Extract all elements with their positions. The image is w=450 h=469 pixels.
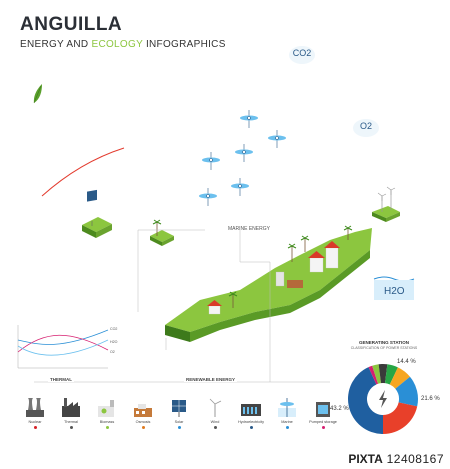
legend-label: Thermal (64, 420, 78, 424)
legend-item-nuclear: Nuclear (18, 396, 52, 436)
cloud-icon (289, 46, 315, 64)
donut-slice-6 (372, 364, 381, 384)
hydro-dam-icon (241, 404, 261, 416)
donut-slice-2 (395, 376, 418, 407)
palm-trees (228, 225, 353, 308)
legend-label: Biomass (99, 420, 115, 424)
nuclear-plant-icon (26, 398, 44, 417)
h2o-label: H2O (384, 286, 405, 297)
legend-dot (213, 426, 217, 429)
station-subtitle: CLASSIFICATION OF POWER STATIONS (350, 346, 418, 350)
subtitle-suffix: INFOGRAPHICS (142, 39, 226, 50)
legend-item-hydro: Hydroelectricity (234, 396, 268, 436)
category-thermal: THERMAL (48, 377, 74, 382)
pct-label-right: 21.6 % (421, 396, 440, 402)
legend-label: Nuclear (28, 420, 42, 424)
legend-dot (321, 426, 325, 429)
legend-item-biomass: Biomass (90, 396, 124, 436)
co2-label: CO2 (292, 48, 312, 58)
trend-label-co2: CO2 (110, 327, 118, 331)
donut-slice-4 (385, 364, 398, 385)
category-renewable: RENEWABLE ENERGY (184, 377, 238, 382)
stock-brand: PIXTA (348, 452, 383, 466)
legend-dot (285, 426, 289, 429)
osmosis-plant-icon (134, 404, 152, 417)
legend-item-pumped: Pumped storage (306, 396, 340, 436)
pct-label-top: 14.4 % (397, 359, 416, 365)
stock-id: 12408167 (386, 452, 444, 466)
station-title: GENERATING STATION (359, 340, 409, 345)
subtitle-accent: ECOLOGY (91, 39, 143, 50)
page-title: ANGUILLA (20, 14, 123, 35)
wind-turbine-icon (209, 398, 222, 417)
palm-islet (150, 219, 174, 246)
legend-label: Solar (174, 420, 184, 424)
o2-bubble: O2 (352, 117, 380, 139)
house-icons (207, 241, 340, 315)
donut-slice-0 (348, 367, 383, 434)
trend-line-chart (17, 325, 109, 369)
marine-energy-label: MARINE ENERGY (228, 226, 270, 232)
donut-slice-5 (378, 364, 388, 384)
legend-item-marine: Marine (270, 396, 304, 436)
legend-item-solar: Solar (162, 396, 196, 436)
legend-item-wind: Wind (198, 396, 232, 436)
donut-slice-3 (389, 367, 410, 389)
donut-slice-7 (368, 365, 379, 385)
biomass-icon (98, 400, 114, 417)
o2-label: O2 (359, 121, 372, 131)
legend-item-osmosis: Osmosis (126, 396, 160, 436)
solar-panel-block (82, 189, 112, 238)
legend-item-thermal: Thermal (54, 396, 88, 436)
trend-label-o2: O2 (110, 350, 115, 354)
marine-turbine-icon (278, 398, 296, 417)
thermal-plant-icon (62, 398, 80, 417)
connector-lines (34, 229, 330, 383)
legend-label: Pumped storage (309, 420, 337, 424)
subtitle-prefix: ENERGY AND (20, 39, 92, 50)
page-subtitle: ENERGY AND ECOLOGY INFOGRAPHICS (20, 39, 226, 50)
legend-dot (141, 426, 145, 429)
red-trajectory-line (41, 147, 125, 197)
energy-legend: Nuclear Thermal Biomass Osmosis Solar Wi… (18, 396, 338, 436)
generating-station-donut (348, 364, 418, 434)
legend-label: Marine (281, 420, 293, 424)
leaf-icon (33, 84, 42, 104)
legend-dot (69, 426, 73, 429)
legend-label: Osmosis (135, 420, 151, 424)
legend-dot (249, 426, 253, 429)
stock-footer: PIXTA 12408167 (344, 452, 448, 466)
lightning-bolt-icon (379, 390, 387, 408)
solar-panel-icon (172, 400, 186, 417)
legend-label: Hydroelectricity (238, 420, 264, 424)
trend-label-h2o: H2O (110, 340, 118, 344)
legend-dot (177, 426, 181, 429)
wind-turbine-group (377, 186, 396, 212)
legend-label: Wind (210, 420, 220, 424)
co2-bubble: CO2 (288, 44, 316, 66)
tidal-turbines (199, 110, 286, 206)
donut-slice-1 (383, 402, 418, 434)
cloud-icon (353, 119, 379, 137)
legend-dot (33, 426, 37, 429)
legend-dot (105, 426, 109, 429)
pumped-storage-icon (316, 402, 330, 417)
water-icon (373, 276, 415, 300)
pct-label-left: 43.2 % (330, 406, 349, 412)
